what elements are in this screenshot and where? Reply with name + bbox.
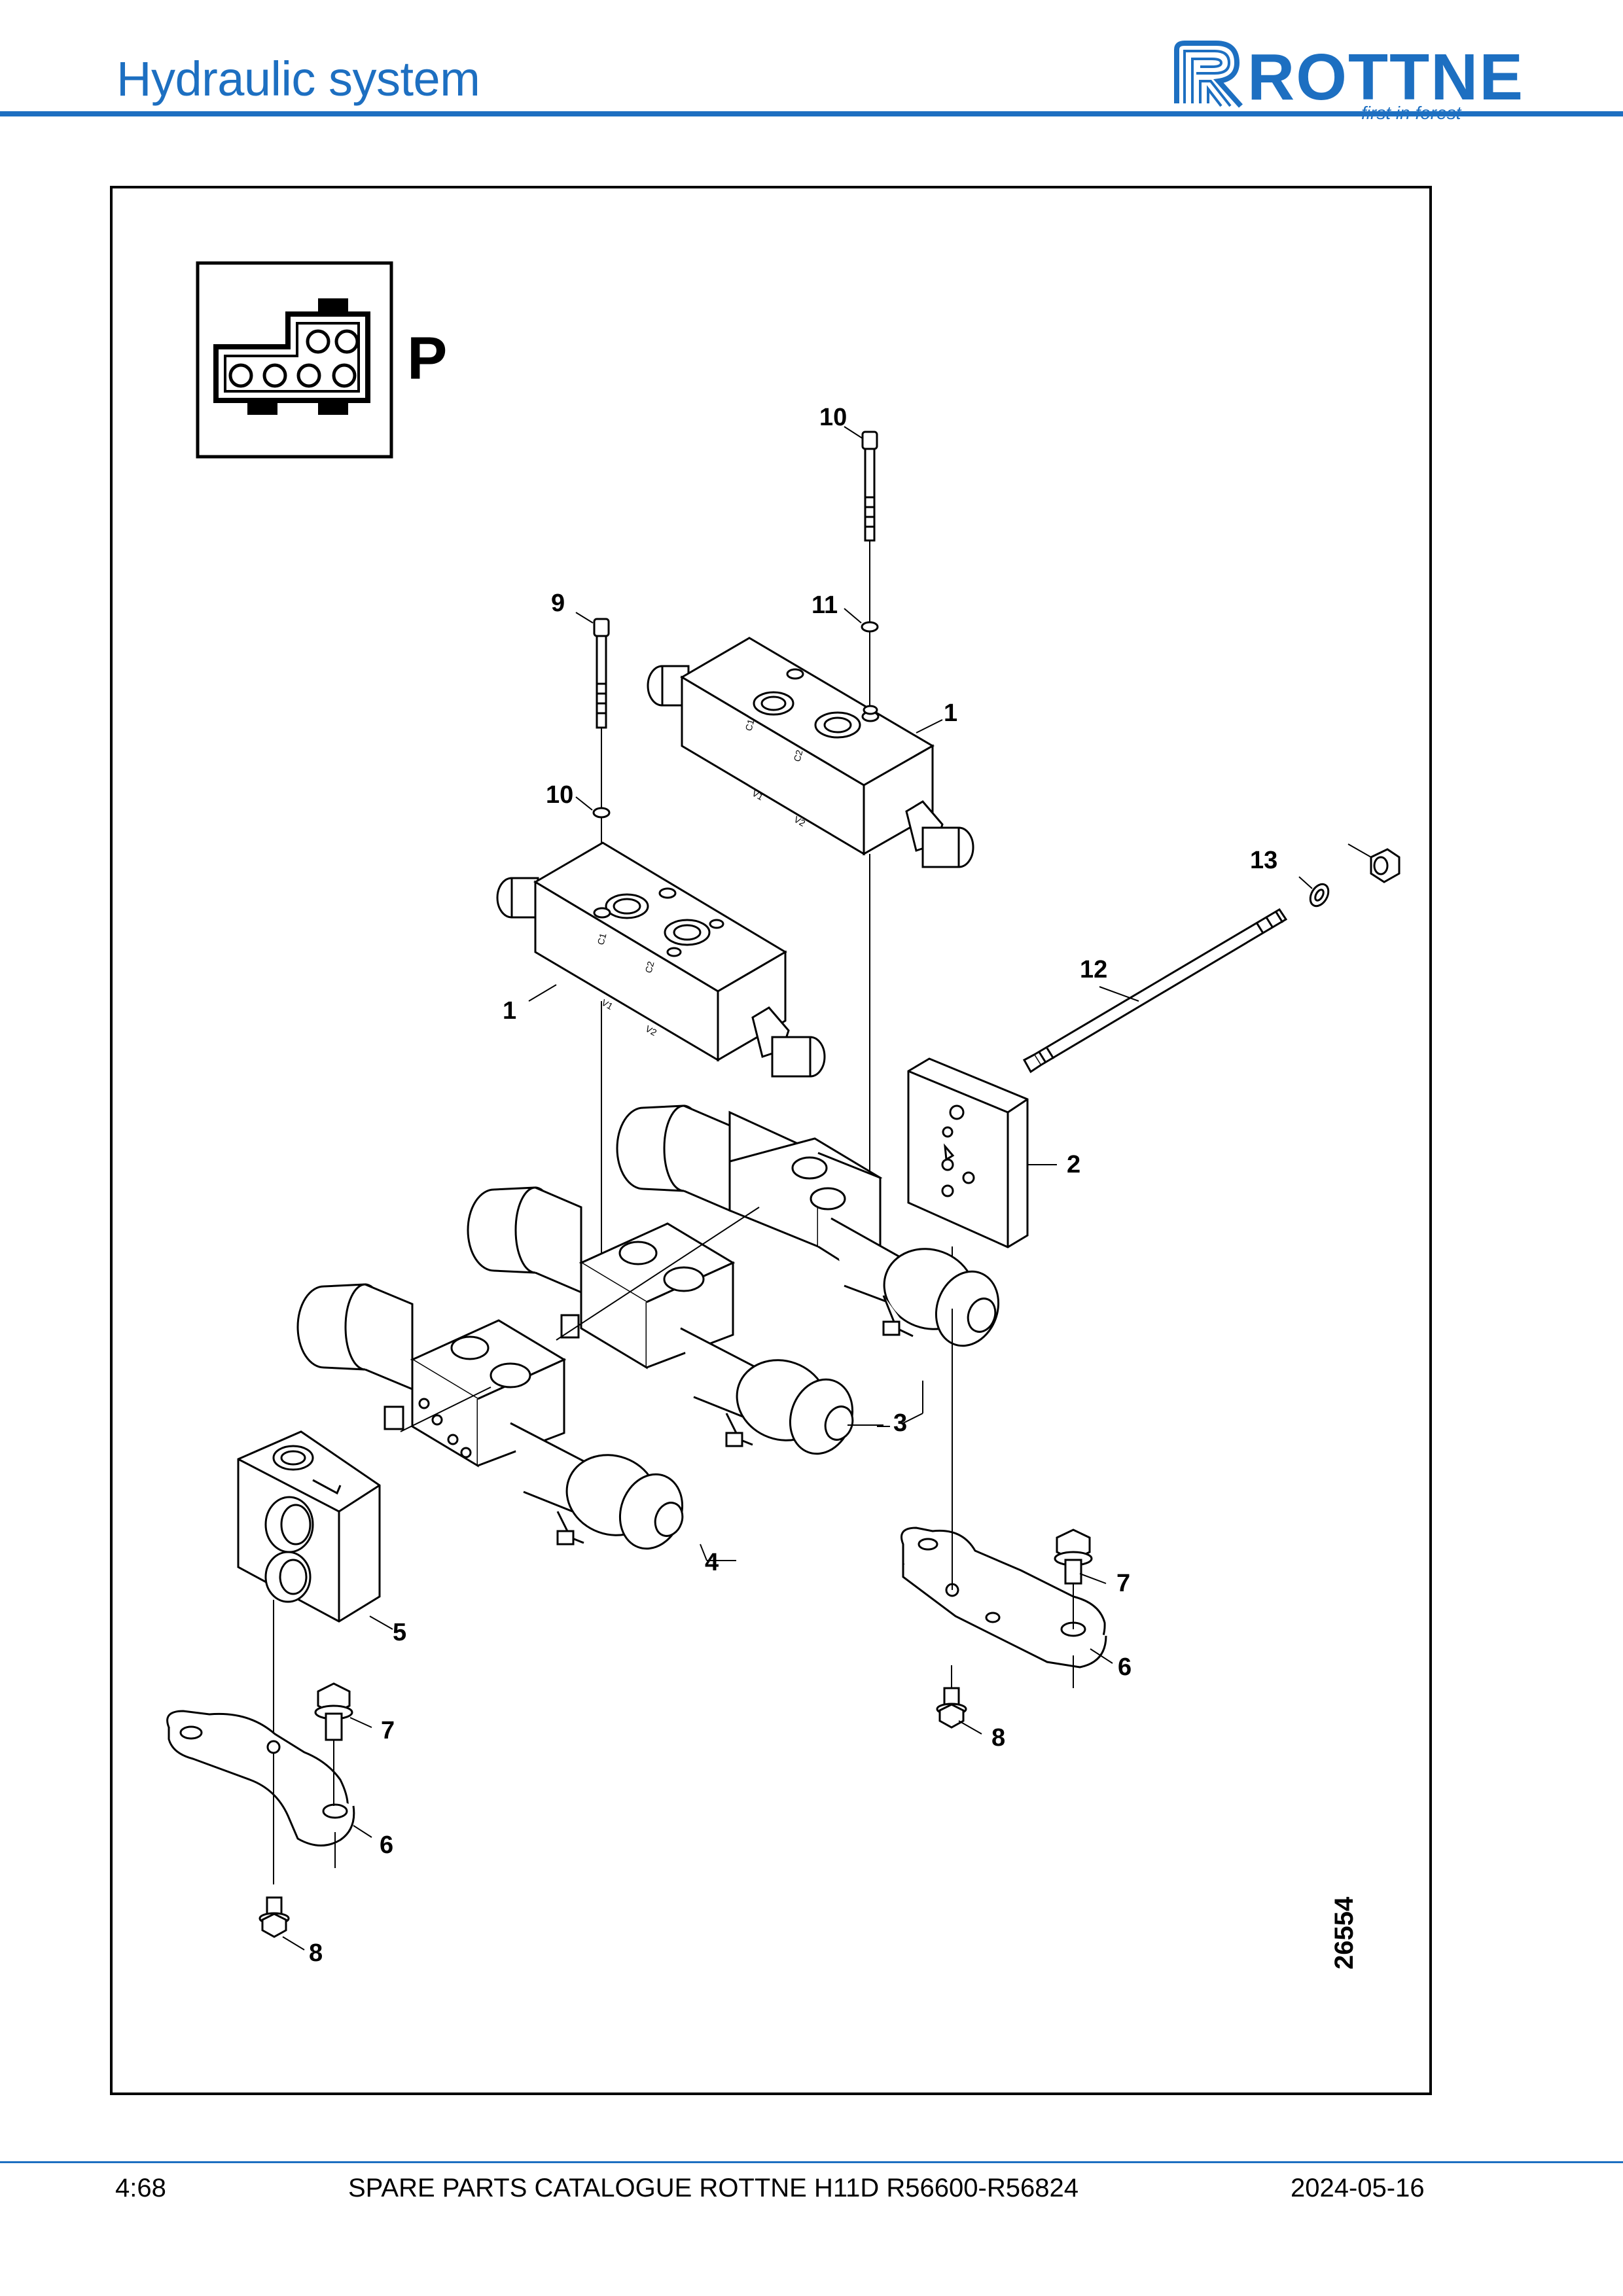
rottne-r-logo-icon: [1174, 41, 1243, 108]
washer-10-upper: [861, 621, 879, 633]
callout-1: 1: [944, 699, 958, 727]
callout-12: 13: [1250, 847, 1278, 874]
page-title: Hydraulic system: [116, 52, 480, 106]
bolt-9-upper: [861, 431, 878, 542]
screw-7-left: [314, 1682, 353, 1741]
drawing-number: 26554: [1330, 1896, 1359, 1969]
callout-11: 12: [1080, 956, 1108, 983]
callout-6: 6: [1118, 1653, 1132, 1681]
valve-block-1-upper: [647, 637, 974, 868]
callout-2: 2: [1067, 1151, 1081, 1178]
page-number: 4:68: [115, 2174, 166, 2202]
port-mark-v2-upper: V2: [793, 814, 808, 829]
screw-8-left: [259, 1896, 290, 1938]
valve-block-1-lower: [496, 841, 826, 1078]
callout-7: 7: [381, 1717, 395, 1744]
solenoid-valve-3-middle: [467, 1186, 854, 1455]
header-rule: [0, 111, 1623, 116]
end-plate-5: [237, 1430, 381, 1623]
catalogue-title: SPARE PARTS CATALOGUE ROTTNE H11D R56600…: [348, 2174, 1079, 2202]
catalogue-date: 2024-05-16: [1291, 2174, 1425, 2202]
callout-3: 3: [893, 1409, 908, 1437]
drawing-frame: [110, 186, 1432, 2095]
tie-rod-11: [1022, 908, 1288, 1074]
callout-1: 1: [503, 997, 517, 1025]
callout-5: 5: [393, 1619, 407, 1646]
logo-brand: ROTTNE: [1247, 41, 1525, 114]
bracket-6-left: [166, 1710, 355, 1846]
connector-letter: P: [407, 325, 448, 392]
callout-8: 8: [991, 1724, 1006, 1752]
callout-6: 6: [380, 1831, 394, 1859]
port-mark-v1-lower: V1: [600, 997, 615, 1012]
callout-9: 9: [551, 590, 565, 617]
solenoid-valve-3-upper: [616, 1104, 1000, 1347]
port-mark-v1-upper: V1: [751, 788, 766, 803]
washer-12: [1309, 883, 1330, 908]
screw-7-right: [1054, 1528, 1093, 1585]
solenoid-valve-4: [296, 1283, 684, 1550]
leader-lines: [282, 426, 1372, 1951]
footer-rule: [0, 2161, 1623, 2163]
screw-8-right: [936, 1687, 967, 1729]
callout-10: 10: [546, 781, 574, 809]
callout-4: 4: [705, 1549, 719, 1576]
bolt-9-lower: [593, 618, 610, 729]
port-mark-c1-lower: C1: [595, 932, 608, 946]
port-mark-c2-lower: C2: [643, 960, 656, 974]
callout-9: 10: [819, 404, 847, 431]
callout-7: 7: [1116, 1570, 1131, 1597]
end-plate-2: [907, 1057, 1029, 1248]
callout-8: 8: [309, 1939, 323, 1967]
port-mark-c1-upper: C1: [743, 718, 756, 732]
port-mark-v2-lower: V2: [644, 1023, 659, 1038]
callout-10: 11: [812, 592, 838, 619]
nut-13: [1370, 848, 1400, 883]
washer-10-lower: [592, 807, 611, 819]
connector-symbol: [196, 261, 393, 459]
port-mark-c2-upper: C2: [791, 749, 804, 763]
